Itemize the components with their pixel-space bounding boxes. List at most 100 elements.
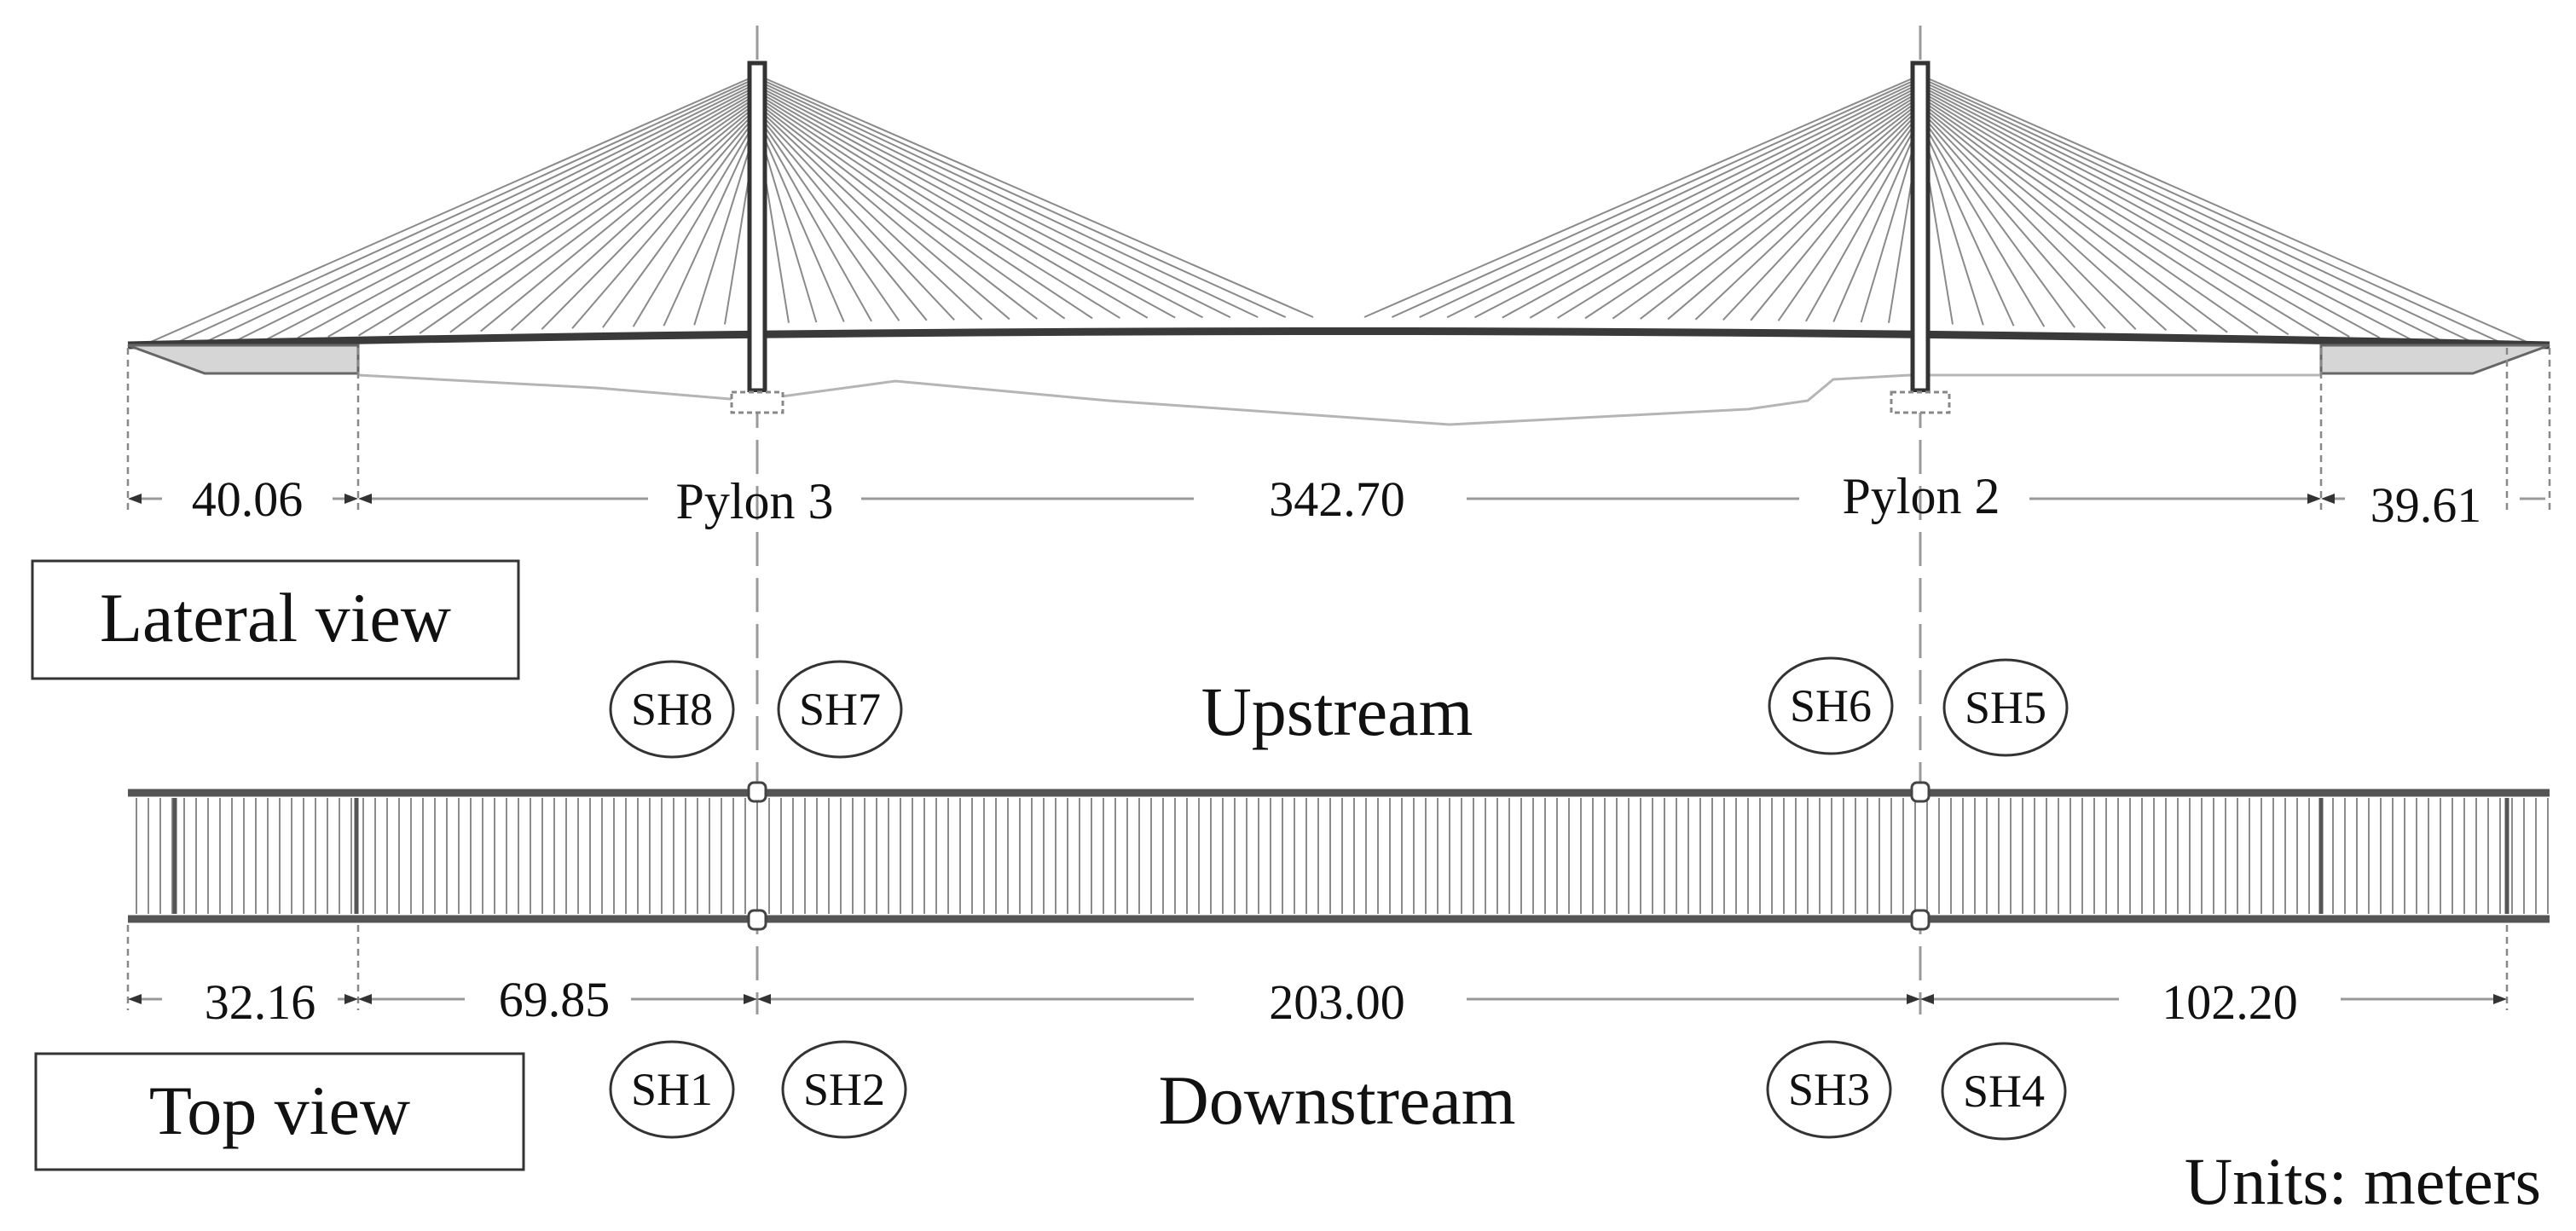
upstream-label: Upstream	[1201, 673, 1473, 750]
stay-cable	[756, 124, 818, 323]
stay-cable	[297, 88, 758, 339]
sensor-label: SH8	[631, 684, 713, 735]
dim-d1: 32.16	[205, 974, 316, 1030]
dim-right-span: 39.61	[2370, 477, 2482, 533]
downstream-label: Downstream	[1158, 1061, 1515, 1139]
stay-cable	[1919, 79, 2472, 343]
stay-cable	[1446, 82, 1921, 319]
stay-cable	[1832, 121, 1921, 322]
stay-cable	[1557, 93, 1921, 319]
top-extension-lines	[126, 925, 2509, 1010]
stay-cable	[1919, 120, 2015, 327]
sensor-sh3: SH3	[1766, 1040, 1892, 1139]
sensor-label: SH5	[1965, 682, 2046, 733]
stay-cable	[510, 107, 758, 332]
stay-cable	[266, 84, 758, 340]
stay-cable	[1502, 88, 1921, 319]
dim-d3: 203.00	[1269, 974, 1405, 1030]
right-end-block	[2319, 344, 2550, 375]
stay-cable	[756, 93, 1120, 319]
stay-cables	[144, 74, 2533, 345]
top-view-label: Top view	[149, 1072, 410, 1149]
stay-cable	[756, 113, 928, 321]
stay-cable	[1919, 77, 2503, 344]
stay-cable	[756, 109, 955, 321]
sensor-label: SH1	[631, 1064, 713, 1115]
stay-cable	[1363, 74, 1921, 318]
stay-cable	[571, 113, 758, 329]
pylon-3-label: Pylon 3	[675, 473, 833, 529]
stay-cable	[632, 118, 758, 327]
stay-cable	[1722, 109, 1921, 321]
sensor-sh6: SH6	[1768, 656, 1894, 755]
top-dimension-arrows	[128, 994, 2507, 1004]
stay-cable	[756, 95, 1093, 320]
stay-cable	[1612, 98, 1921, 320]
lateral-dimension-arrows	[128, 494, 2335, 504]
stay-cable	[756, 74, 1314, 318]
stay-cable	[1919, 88, 2381, 339]
stay-cable	[1919, 109, 2137, 331]
left-end-block	[127, 344, 360, 375]
sensor-label: SH6	[1790, 680, 1872, 731]
pylon-2-foundation	[1890, 390, 1951, 414]
sensor-sh1: SH1	[609, 1040, 735, 1139]
stay-cable	[541, 109, 758, 331]
stay-cable	[1919, 104, 2197, 332]
stay-cable	[1584, 95, 1921, 320]
stay-cable	[1391, 77, 1921, 318]
stay-cable	[756, 82, 1231, 319]
stay-cable	[1919, 113, 2106, 329]
lateral-view-drawing	[126, 26, 2551, 1014]
stay-cable	[756, 118, 872, 322]
stay-cable	[1919, 101, 2228, 333]
stay-cable	[756, 101, 1038, 320]
sensor-label: SH7	[799, 684, 881, 735]
stay-cable	[388, 95, 758, 336]
sensor-sh2: SH2	[781, 1040, 907, 1139]
stay-cable	[1474, 84, 1921, 319]
dim-d2: 69.85	[499, 972, 611, 1027]
stay-cable	[480, 104, 758, 332]
sensor-label: SH3	[1788, 1064, 1870, 1115]
sensor-sh8: SH8	[609, 660, 735, 759]
stay-cable	[756, 121, 845, 322]
stay-cable	[327, 90, 758, 338]
stay-cable	[1919, 124, 1984, 326]
pylon-2-label: Pylon 2	[1842, 468, 2000, 524]
stay-cable	[144, 74, 758, 345]
ground-profile	[357, 373, 2321, 426]
stay-cable	[756, 84, 1203, 319]
stay-cable	[756, 90, 1149, 319]
lateral-view-label: Lateral view	[100, 579, 451, 656]
stay-cable	[663, 120, 758, 327]
stay-cable	[1805, 118, 1921, 322]
stay-cable	[1694, 107, 1921, 321]
units-note: Units: meters	[2185, 1144, 2541, 1218]
stay-cable	[419, 98, 758, 334]
stay-cable	[756, 104, 1010, 321]
top-view-label-box	[34, 1052, 525, 1171]
stay-cable	[1667, 104, 1921, 321]
stay-cable	[1750, 113, 1921, 321]
stay-cable	[1919, 115, 2075, 328]
dim-left-span: 40.06	[192, 471, 304, 527]
pylon-2-downstream-bearing	[1910, 909, 1931, 931]
stay-cable	[1419, 79, 1921, 319]
lateral-view-label-box	[31, 559, 520, 680]
stay-cable	[693, 124, 758, 326]
stay-cable	[449, 101, 758, 333]
stay-cable	[756, 77, 1287, 318]
stay-cable	[206, 79, 758, 343]
stay-cable	[175, 77, 758, 344]
stay-cable	[756, 88, 1176, 319]
stay-cable	[1529, 90, 1921, 319]
pylon-3-tower	[747, 61, 767, 393]
dim-main-span: 342.70	[1269, 471, 1405, 527]
pylon-3-foundation	[730, 390, 784, 414]
stay-cable	[1860, 124, 1921, 323]
sensor-label: SH2	[803, 1064, 885, 1115]
stay-cable	[602, 115, 758, 328]
stay-cable	[1919, 74, 2533, 345]
